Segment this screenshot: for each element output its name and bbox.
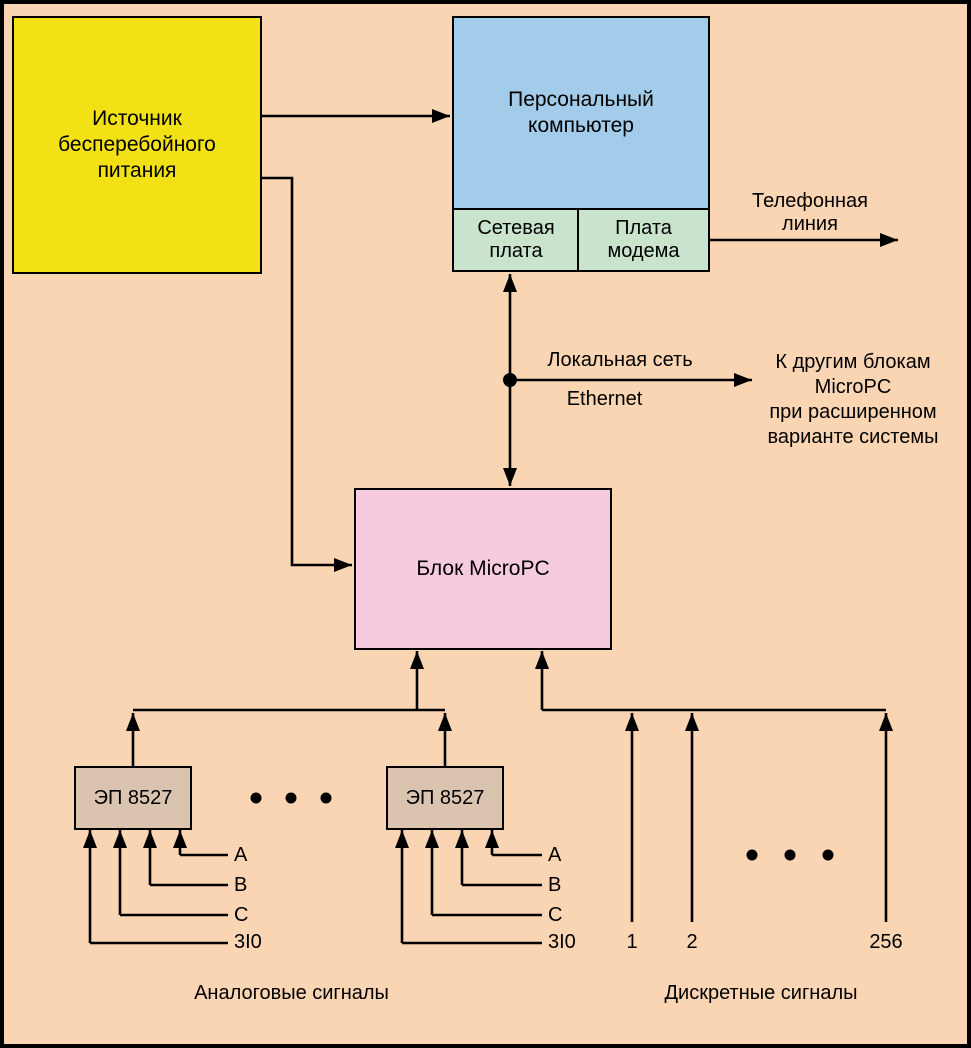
expansion-note-line: К другим блокам xyxy=(775,351,931,373)
lan-label: Локальная сеть xyxy=(547,349,693,371)
expansion-note-line: при расширенном xyxy=(769,401,937,423)
ep2-input-a-label: A xyxy=(548,844,562,866)
modem-card-box: Плата модема xyxy=(577,208,710,272)
ep2-input-arrows xyxy=(395,830,542,945)
discrete-bus xyxy=(535,651,893,922)
expansion-note-line: варианте системы xyxy=(767,426,939,448)
ep2-input-3i0-label: 3I0 xyxy=(548,931,576,953)
modem-card-label-line: модема xyxy=(607,240,680,262)
ellipsis-analog-dots xyxy=(250,792,332,804)
ellipsis-discrete-dots xyxy=(746,849,834,861)
pc-label-line: компьютер xyxy=(528,114,634,137)
micropc-label: Блок MicroPC xyxy=(416,557,550,580)
ep2-input-c-label: C xyxy=(548,904,563,926)
ethernet-junction-dot xyxy=(503,373,517,387)
ups-box: Источник бесперебойного питания xyxy=(12,16,262,274)
pc-box: Персональный компьютер xyxy=(452,16,710,210)
ups-label-line: Источник xyxy=(92,107,182,130)
ep-box-1: ЭП 8527 xyxy=(74,766,192,830)
discrete-signals-caption: Дискретные сигналы xyxy=(664,982,858,1004)
ep2-input-b-label: B xyxy=(548,874,562,896)
ups-label-line: бесперебойного xyxy=(58,133,216,156)
analog-signals-caption: Аналоговые сигналы xyxy=(194,982,389,1004)
pc-label-line: Персональный xyxy=(508,88,654,111)
ep1-input-arrows xyxy=(83,830,228,945)
discrete-channel-1-label: 1 xyxy=(626,931,638,953)
ep2-label: ЭП 8527 xyxy=(405,786,485,809)
phone-line-label-line: линия xyxy=(782,213,838,235)
network-card-box: Сетевая плата xyxy=(452,208,580,272)
ep1-label: ЭП 8527 xyxy=(93,786,173,809)
ep-box-2: ЭП 8527 xyxy=(386,766,504,830)
phone-line-label: Телефонная линия xyxy=(712,190,908,236)
ups-label-line: питания xyxy=(97,159,177,182)
discrete-channel-2-label: 2 xyxy=(686,931,698,953)
expansion-note-line: MicroPC xyxy=(814,376,892,398)
ep1-input-3i0-label: 3I0 xyxy=(234,931,262,953)
ep1-input-c-label: C xyxy=(234,904,249,926)
discrete-channel-256-label: 256 xyxy=(869,931,903,953)
micropc-box: Блок MicroPC xyxy=(354,488,612,650)
network-card-label-line: Сетевая xyxy=(477,217,555,239)
ups-to-micropc-arrow xyxy=(262,176,352,572)
analog-bus xyxy=(126,651,452,766)
ep1-input-a-label: A xyxy=(234,844,248,866)
phone-line-label-line: Телефонная xyxy=(752,190,868,212)
expansion-note: К другим блокам MicroPC при расширенном … xyxy=(735,350,967,450)
ep1-input-b-label: B xyxy=(234,874,248,896)
modem-card-label-line: Плата xyxy=(615,217,672,239)
ethernet-label: Ethernet xyxy=(566,388,643,410)
network-card-label-line: плата xyxy=(489,240,543,262)
